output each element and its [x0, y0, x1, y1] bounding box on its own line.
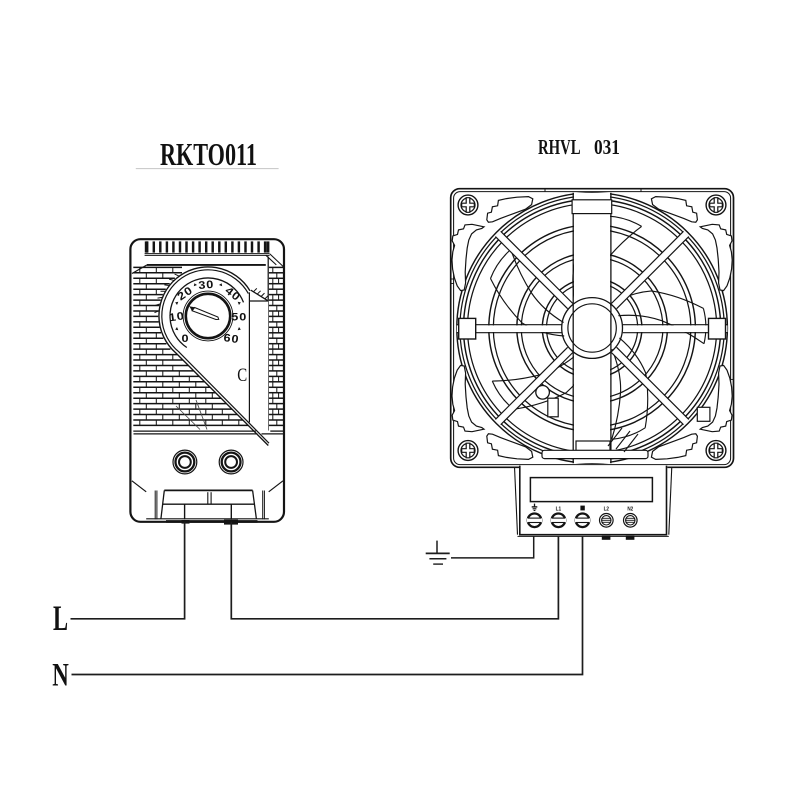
svg-text:L1: L1: [556, 506, 562, 512]
svg-text:0: 0: [182, 332, 190, 345]
svg-text:N2: N2: [627, 506, 633, 512]
svg-text:L: L: [53, 597, 68, 638]
svg-text:C: C: [237, 364, 247, 385]
svg-text:RHVL: RHVL: [538, 135, 581, 158]
svg-text:N: N: [52, 658, 69, 694]
svg-text:60: 60: [223, 331, 241, 346]
svg-text:031: 031: [594, 137, 620, 160]
svg-text:30: 30: [198, 278, 215, 292]
svg-text:50: 50: [231, 310, 247, 323]
svg-text:RKTO011: RKTO011: [160, 137, 257, 172]
svg-text:L2: L2: [604, 506, 610, 512]
svg-text:10: 10: [168, 309, 186, 324]
